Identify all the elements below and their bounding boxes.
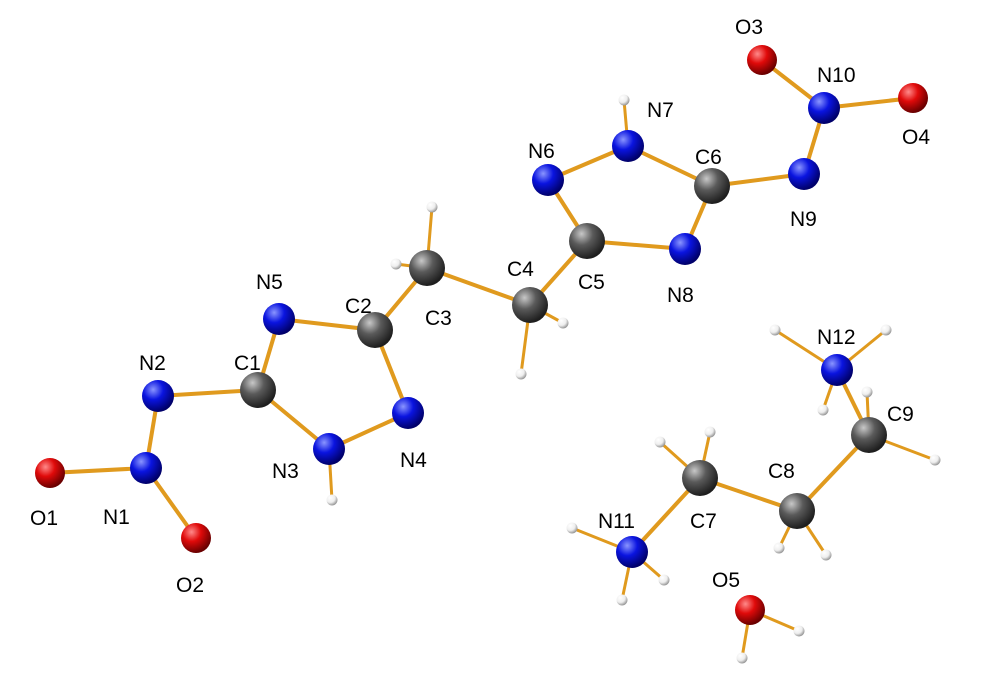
hydrogen-atom: [929, 454, 941, 466]
label-O4: O4: [902, 126, 930, 149]
label-C8: C8: [768, 460, 795, 483]
label-C1: C1: [234, 352, 261, 375]
hydrogen-atom: [773, 542, 785, 554]
atom-O1: [35, 458, 65, 488]
label-C3: C3: [425, 307, 452, 330]
label-N3: N3: [272, 460, 299, 483]
label-O5: O5: [712, 569, 740, 592]
label-C2: C2: [345, 295, 372, 318]
hydrogen-atom: [769, 324, 781, 336]
atom-N10: [808, 92, 840, 124]
atom-C5: [569, 223, 605, 259]
hydrogen-atom: [880, 324, 892, 336]
atom-N7: [612, 130, 644, 162]
hydrogen-atom: [616, 594, 628, 606]
atom-C6: [694, 168, 730, 204]
label-C7: C7: [690, 510, 717, 533]
label-O2: O2: [176, 574, 204, 597]
atom-O3: [747, 45, 777, 75]
hydrogen-atom: [326, 494, 338, 506]
label-N2: N2: [139, 352, 166, 375]
hydrogen-atom: [654, 436, 666, 448]
label-N4: N4: [400, 449, 427, 472]
hydrogen-atom: [704, 426, 716, 438]
hydrogen-atom: [736, 652, 748, 664]
label-N11: N11: [598, 510, 635, 533]
label-C5: C5: [578, 271, 605, 294]
atom-N2: [142, 380, 174, 412]
atom-N11: [616, 536, 648, 568]
bond: [425, 266, 532, 307]
label-N12: N12: [817, 326, 856, 349]
hydrogen-atom: [618, 94, 630, 106]
hydrogen-atom: [515, 368, 527, 380]
atom-C9: [851, 417, 887, 453]
hydrogen-atom-layer: [326, 94, 941, 664]
atom-C3: [409, 250, 445, 286]
atom-label-layer: O1 N1 O2 N2 C1 N5 N3 C2 N4 C3 C4 C5 N6 N…: [30, 16, 930, 597]
hydrogen-atom: [820, 549, 832, 561]
hydrogen-atom: [793, 625, 805, 637]
atom-N9: [788, 158, 820, 190]
hydrogen-atom: [566, 522, 578, 534]
hydrogen-atom: [658, 574, 670, 586]
label-N7: N7: [647, 99, 674, 122]
label-N10: N10: [817, 64, 856, 87]
atom-O4: [898, 83, 928, 113]
label-N9: N9: [790, 208, 817, 231]
atom-N3: [313, 433, 345, 465]
atom-C8: [779, 493, 815, 529]
label-C6: C6: [695, 146, 722, 169]
atom-N4: [392, 397, 424, 429]
atom-C1: [240, 372, 276, 408]
atom-N5: [263, 303, 295, 335]
atom-N8: [669, 233, 701, 265]
atom-C4: [512, 287, 548, 323]
hydrogen-atom: [390, 258, 402, 270]
atom-O5: [735, 595, 765, 625]
hydrogen-atom: [426, 201, 438, 213]
label-N6: N6: [528, 140, 555, 163]
atom-C2: [357, 312, 393, 348]
hydrogen-atom: [557, 317, 569, 329]
atom-N12: [821, 354, 853, 386]
label-N8: N8: [667, 284, 694, 307]
atom-N1: [130, 452, 162, 484]
label-O1: O1: [30, 507, 58, 530]
hydrogen-atom: [861, 386, 873, 398]
bond: [48, 466, 148, 475]
label-N1: N1: [103, 506, 130, 529]
atom-O2: [181, 523, 211, 553]
label-O3: O3: [735, 16, 763, 39]
label-C9: C9: [887, 403, 914, 426]
atom-C7: [682, 460, 718, 496]
atom-N6: [532, 164, 564, 196]
label-C4: C4: [507, 258, 534, 281]
label-N5: N5: [256, 271, 283, 294]
hydrogen-atom: [817, 404, 829, 416]
atom-layer: [35, 45, 928, 625]
